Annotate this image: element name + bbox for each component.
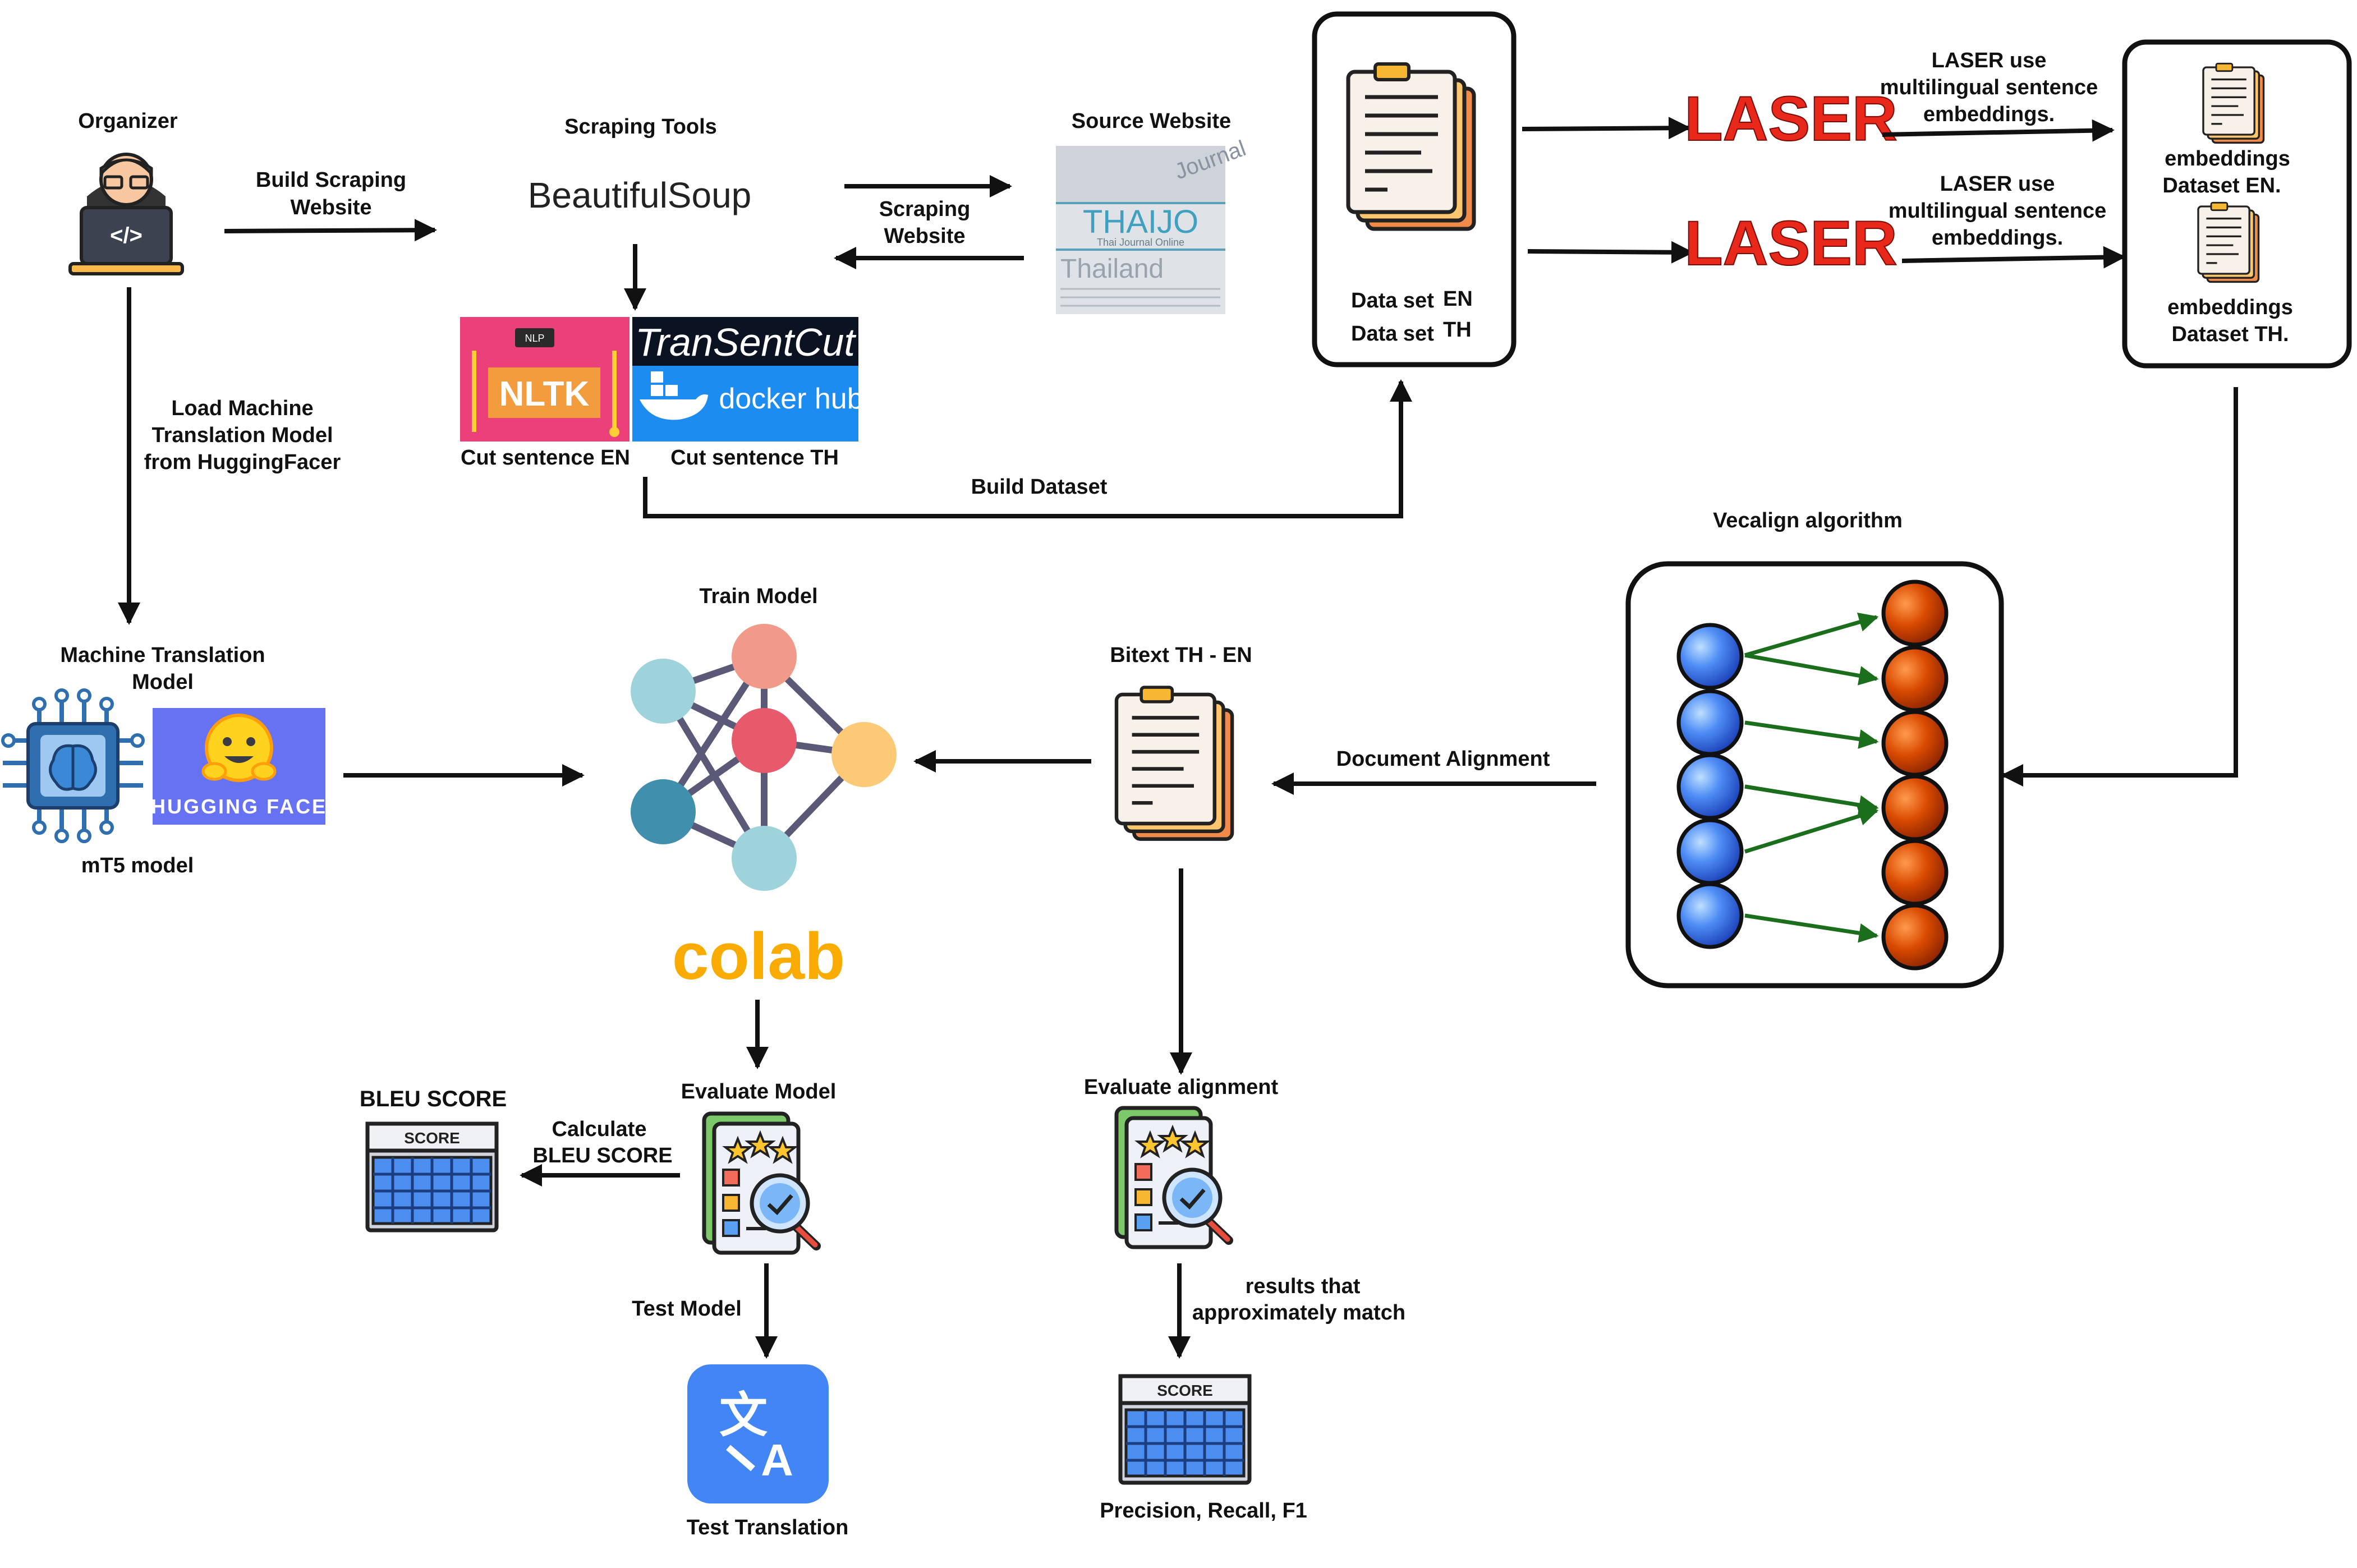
- edge-calc-bleu-1: Calculate: [552, 1118, 647, 1141]
- vecalign-alignment-graph: [1676, 580, 1949, 971]
- target-sentence-node-4: [1881, 774, 1949, 842]
- target-sentence-node-2: [1881, 645, 1949, 712]
- organizer-title: Organizer: [78, 109, 178, 133]
- dataset-document-icon: [1348, 64, 1474, 229]
- bleu-score-title: BLEU SCORE: [360, 1087, 507, 1111]
- edge-load-model-2: Translation Model: [151, 424, 333, 447]
- huggingface-logo: HUGGING FACE: [151, 708, 327, 825]
- nltk-logo: NLP NLTK: [460, 317, 630, 442]
- dockerhub-wordmark: docker hub: [719, 383, 863, 415]
- evaluate-model-icon: [704, 1114, 816, 1253]
- vecalign-title: Vecalign algorithm: [1713, 509, 1903, 532]
- embeddings-th-label-1: embeddings: [2167, 296, 2293, 319]
- huggingface-wordmark: HUGGING FACE: [151, 795, 327, 818]
- arrow-dataset-to-laser-th: [1527, 241, 1694, 264]
- mt-model-title-2: Model: [132, 670, 194, 694]
- bitext-document-icon: [1117, 687, 1232, 839]
- mt-model-title-1: Machine Translation: [60, 643, 265, 667]
- edge-results-match-2: approximately match: [1192, 1301, 1405, 1325]
- source-website-title: Source Website: [1072, 109, 1231, 133]
- embeddings-en-document-icon: [2202, 62, 2265, 144]
- thaijo-logo: Journal THAIJO Thai Journal Online Thail…: [1056, 136, 1249, 314]
- edge-build-scraping-2: Website: [290, 196, 371, 219]
- evaluate-model-title: Evaluate Model: [681, 1080, 837, 1103]
- embeddings-box: [2122, 39, 2352, 369]
- scraping-tools-title: Scraping Tools: [564, 115, 717, 139]
- arrow-embeddings-to-vecalign: [2001, 387, 2238, 787]
- edge-build-scraping-1: Build Scraping: [256, 168, 406, 192]
- evaluate-alignment-title: Evaluate alignment: [1084, 1075, 1279, 1099]
- edge-scraping-website-1: Scraping: [879, 197, 971, 221]
- source-sentence-node-4: [1676, 818, 1744, 885]
- source-sentence-node-2: [1676, 689, 1744, 756]
- arrow-build-dataset: [643, 379, 1412, 518]
- embeddings-en-label-1: embeddings: [2165, 147, 2290, 171]
- nltk-nlp-badge: NLP: [525, 333, 544, 344]
- target-sentence-node-1: [1881, 580, 1949, 647]
- dataset-en-suffix: EN: [1443, 287, 1473, 311]
- edge-laser-th-2: multilingual sentence: [1889, 199, 2107, 223]
- prf-scoreboard-label: SCORE: [1157, 1382, 1213, 1399]
- transentcut-dockerhub-logo: TranSentCut docker hub: [632, 317, 863, 442]
- embeddings-th-document-icon: [2197, 201, 2260, 283]
- edge-document-alignment: Document Alignment: [1336, 747, 1550, 771]
- bleu-scoreboard-label: SCORE: [404, 1129, 460, 1147]
- target-sentence-node-3: [1881, 710, 1949, 777]
- edge-laser-en-2: multilingual sentence: [1880, 76, 2098, 99]
- edge-laser-en-1: LASER use: [1932, 49, 2047, 72]
- source-sentence-node-3: [1676, 753, 1744, 820]
- source-sentence-node-1: [1676, 623, 1744, 690]
- arrow-organizer-to-scraping: [224, 219, 437, 242]
- arrow-laser-to-embeddings-en: [1882, 119, 2115, 142]
- google-translate-icon: 文 A: [687, 1364, 829, 1503]
- train-model-title: Train Model: [699, 585, 817, 608]
- svg-text:</>: </>: [110, 223, 143, 248]
- dataset-en-label: Data set: [1351, 289, 1434, 312]
- edge-laser-th-1: LASER use: [1940, 172, 2055, 196]
- beautifulsoup-logo: BeautifulSoup: [528, 175, 752, 215]
- edge-load-model-1: Load Machine: [171, 397, 313, 420]
- ai-chip-brain-icon: [1, 688, 145, 843]
- test-translation-title: Test Translation: [687, 1516, 849, 1539]
- arrow-laser-to-embeddings-th: [1901, 246, 2126, 269]
- neural-network-icon: [631, 624, 897, 891]
- nltk-wordmark: NLTK: [499, 375, 590, 413]
- translate-glyph-zh: 文: [719, 1388, 768, 1442]
- embeddings-th-label-2: Dataset TH.: [2171, 323, 2289, 346]
- target-sentence-node-5: [1881, 839, 1949, 906]
- edge-calc-bleu-2: BLEU SCORE: [532, 1144, 672, 1167]
- bitext-title: Bitext TH - EN: [1110, 643, 1252, 667]
- target-sentence-node-6: [1881, 903, 1949, 971]
- precision-recall-f1-title: Precision, Recall, F1: [1100, 1499, 1307, 1523]
- cut-sentence-th-label: Cut sentence TH: [670, 446, 839, 470]
- mt5-model-label: mT5 model: [81, 854, 194, 877]
- arrow-dataset-to-laser-en: [1522, 117, 1691, 140]
- dataset-th-label: Data set: [1351, 322, 1434, 346]
- edge-results-match-1: results that: [1246, 1275, 1361, 1298]
- translate-glyph-a: A: [761, 1435, 793, 1485]
- source-sentence-node-5: [1676, 882, 1744, 949]
- thaijo-wordmark: THAIJO: [1083, 204, 1198, 240]
- edge-scraping-website-2: Website: [884, 224, 965, 248]
- colab-logo: colab: [672, 919, 845, 994]
- dataset-th-suffix: TH: [1443, 318, 1472, 342]
- edge-build-dataset: Build Dataset: [971, 475, 1108, 499]
- edge-test-model: Test Model: [632, 1297, 742, 1321]
- developer-laptop-icon: </>: [68, 153, 184, 275]
- svg-text:Thailand: Thailand: [1060, 254, 1164, 284]
- cut-sentence-en-label: Cut sentence EN: [461, 446, 630, 470]
- evaluate-alignment-icon: [1117, 1108, 1229, 1247]
- docker-whale-icon: [640, 371, 708, 420]
- laser-logo-th: LASER: [1684, 208, 1897, 278]
- embeddings-en-label-2: Dataset EN.: [2162, 174, 2281, 197]
- edge-load-model-3: from HuggingFacer: [144, 450, 341, 474]
- edge-laser-en-3: embeddings.: [1923, 103, 2055, 126]
- edge-laser-th-3: embeddings.: [1932, 226, 2063, 250]
- svg-text:Thai Journal Online: Thai Journal Online: [1097, 237, 1184, 248]
- transentcut-wordmark: TranSentCut: [635, 320, 856, 364]
- laser-logo-en: LASER: [1684, 84, 1897, 154]
